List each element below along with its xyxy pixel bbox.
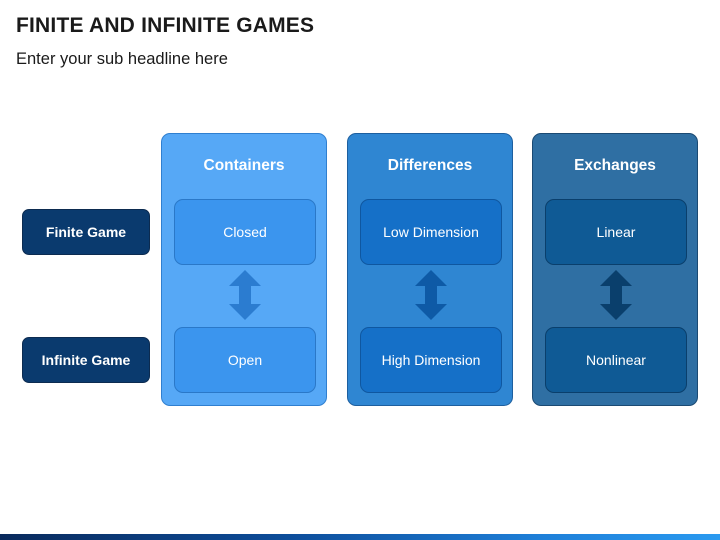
cell-infinite: Nonlinear: [545, 327, 687, 393]
footer-accent-bar: [0, 534, 720, 540]
column-differences: Differences Low Dimension High Dimension: [347, 133, 513, 406]
row-label-infinite-game: Infinite Game: [22, 337, 150, 383]
cell-infinite: High Dimension: [360, 327, 502, 393]
column-exchanges: Exchanges Linear Nonlinear: [532, 133, 698, 406]
double-headed-vertical-arrow-icon: [600, 270, 632, 320]
cell-infinite: Open: [174, 327, 316, 393]
cell-finite: Low Dimension: [360, 199, 502, 265]
page-title: FINITE AND INFINITE GAMES: [16, 14, 315, 37]
double-headed-vertical-arrow-icon: [229, 270, 261, 320]
column-heading: Containers: [203, 157, 285, 174]
row-label-finite-game: Finite Game: [22, 209, 150, 255]
double-headed-vertical-arrow-icon: [415, 270, 447, 320]
column-containers: Containers Closed Open: [161, 133, 327, 406]
cell-finite: Closed: [174, 199, 316, 265]
page-subtitle: Enter your sub headline here: [16, 50, 228, 68]
column-heading: Exchanges: [574, 157, 656, 174]
column-heading: Differences: [387, 157, 473, 174]
cell-finite: Linear: [545, 199, 687, 265]
